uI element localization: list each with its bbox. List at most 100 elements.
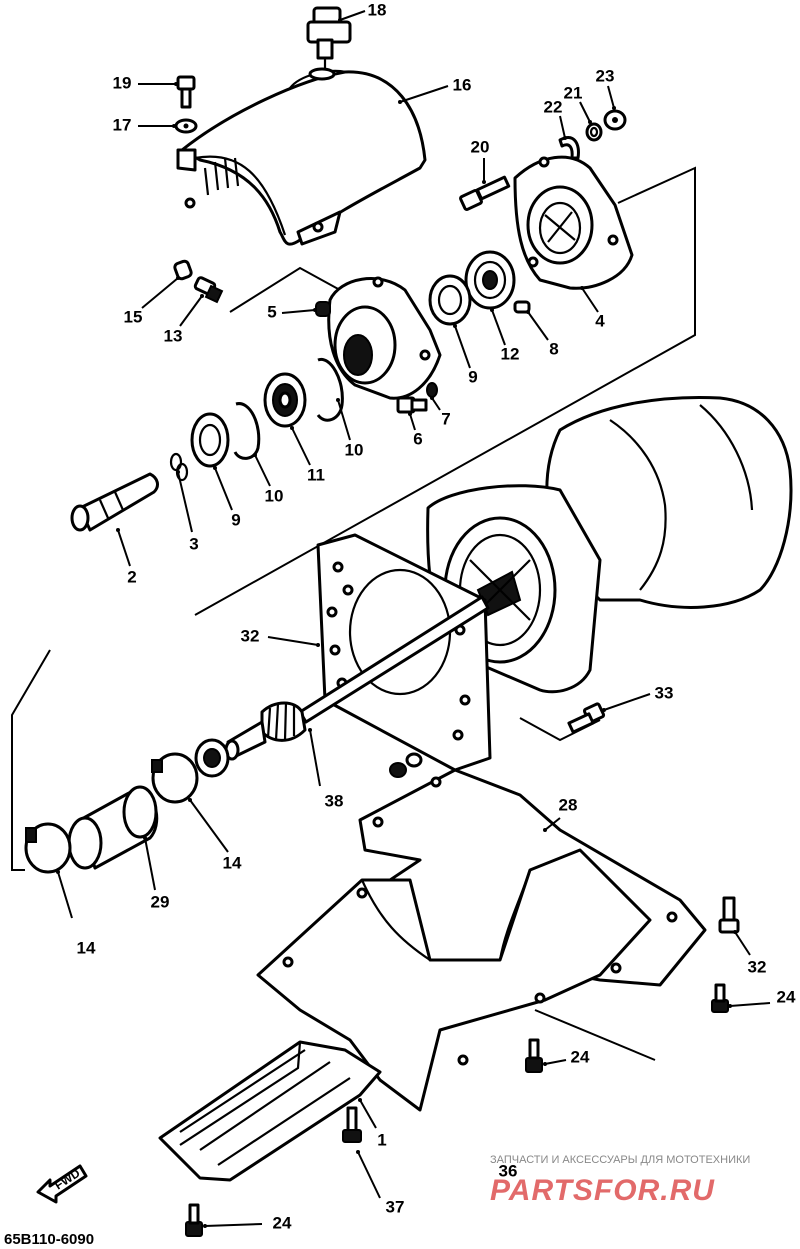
leader-dot-c14a <box>188 798 192 802</box>
callout-label-c32b: 32 <box>748 957 767 976</box>
bolt-20 <box>459 175 511 211</box>
leader-dot-c22 <box>563 136 567 140</box>
leader-line-c14b <box>57 871 73 919</box>
callout-label-c18: 18 <box>368 0 387 19</box>
leader-line-c12 <box>491 309 506 346</box>
leader-dot-c17 <box>172 124 176 128</box>
leader-dot-c37 <box>356 1150 360 1154</box>
bolt-24-bottom <box>185 1203 203 1237</box>
forward-arrow-icon: FWD <box>36 1164 88 1204</box>
leader-line-c38 <box>309 729 321 787</box>
leader-dot-c24b <box>543 1062 547 1066</box>
leader-dot-c32b <box>733 930 737 934</box>
leader-dot-c3 <box>176 470 180 474</box>
callout-label-c23: 23 <box>596 66 615 85</box>
bearing-9-upper <box>428 274 472 326</box>
callout-label-c5: 5 <box>267 302 276 321</box>
callout-label-c24a: 24 <box>777 987 796 1006</box>
oil-seal-12 <box>464 250 516 310</box>
leader-dot-c12 <box>490 308 494 312</box>
leader-dot-c19 <box>174 82 178 86</box>
callout-label-c15: 15 <box>124 307 143 326</box>
leader-dot-c6 <box>408 412 412 416</box>
leader-line-c7 <box>431 397 441 411</box>
watermark-brand: PARTSFOR.RU <box>490 1174 715 1207</box>
callout-label-c10a: 10 <box>345 440 364 459</box>
bolt-24-right <box>711 983 729 1013</box>
leader-dot-c10a <box>336 398 340 402</box>
callout-label-c6: 6 <box>413 429 422 448</box>
leader-dot-c9b <box>213 466 217 470</box>
leader-line-c18 <box>339 10 366 21</box>
callout-label-c16: 16 <box>453 75 472 94</box>
drive-shaft-38 <box>224 595 490 761</box>
pin-8 <box>513 300 531 314</box>
leader-line-c37 <box>357 1151 381 1199</box>
leader-line-c1 <box>359 1099 377 1129</box>
callout-label-c13: 13 <box>164 326 183 345</box>
leader-line-c9b <box>214 467 233 511</box>
callout-label-c38: 38 <box>325 791 344 810</box>
leader-line-c4 <box>581 287 599 313</box>
leader-line-c32b <box>734 931 751 956</box>
leader-dot-c21 <box>588 120 592 124</box>
callout-label-c4: 4 <box>595 311 605 330</box>
bolt-33 <box>567 702 606 734</box>
bolt-1 <box>342 1106 362 1143</box>
leader-dot-c29 <box>143 836 147 840</box>
assembly-boundary-lines <box>11 166 696 1061</box>
washer-7 <box>426 382 438 398</box>
leader-dot-c13 <box>200 294 204 298</box>
leader-line-c2 <box>117 529 131 567</box>
leader-line-c23 <box>607 85 615 109</box>
leader-line-c6 <box>409 413 416 431</box>
bolt-6 <box>396 396 428 414</box>
intake-grate-36 <box>158 1040 382 1182</box>
pump-cover-16 <box>176 67 427 246</box>
washer-21 <box>585 122 603 142</box>
callout-label-c37: 37 <box>386 1197 405 1216</box>
plug-5 <box>315 301 331 317</box>
callout-label-c29: 29 <box>151 892 170 911</box>
leader-line-c33 <box>603 693 651 711</box>
bearing-housing <box>327 276 442 400</box>
callout-label-c32a: 32 <box>241 626 260 645</box>
pump-duct-28 <box>256 768 707 1112</box>
leader-dot-c7 <box>430 396 434 400</box>
callout-label-c24b: 24 <box>571 1047 590 1066</box>
leader-dot-c24a <box>728 1004 732 1008</box>
bearing-9-lower <box>190 412 230 468</box>
callout-label-c33: 33 <box>655 683 674 702</box>
callout-label-c20: 20 <box>471 137 490 156</box>
callout-label-c10b: 10 <box>265 486 284 505</box>
circlip-10-upper <box>316 357 344 422</box>
leader-dot-c28 <box>543 828 547 832</box>
callout-label-c24c: 24 <box>273 1213 292 1232</box>
leader-dot-c20 <box>482 180 486 184</box>
callout-label-c11: 11 <box>307 465 325 484</box>
leader-lines <box>56 10 771 1228</box>
leader-dot-c16 <box>398 100 402 104</box>
callout-label-c14a: 14 <box>223 853 242 872</box>
bolt-32 <box>718 896 740 934</box>
leader-dot-c18 <box>338 18 342 22</box>
leader-line-c24c <box>204 1223 263 1227</box>
bolt-24-mid <box>525 1038 543 1073</box>
callout-label-c36: 36 <box>499 1161 518 1180</box>
hose-clamp-14-upper <box>151 752 199 804</box>
leader-line-c28 <box>544 817 561 831</box>
pump-housing-4 <box>513 155 634 290</box>
leader-line-c15 <box>141 277 179 309</box>
callout-label-c19: 19 <box>113 73 132 92</box>
leader-dot-c14b <box>56 870 60 874</box>
leader-dot-c24c <box>203 1224 207 1228</box>
bearing-11 <box>263 372 307 428</box>
leader-line-c29 <box>144 837 156 891</box>
leader-line-c11 <box>291 427 311 466</box>
leader-line-c14a <box>189 799 229 853</box>
leader-dot-c10b <box>253 453 257 457</box>
leader-line-c13 <box>179 295 203 327</box>
breather-fitting-18 <box>306 6 352 75</box>
